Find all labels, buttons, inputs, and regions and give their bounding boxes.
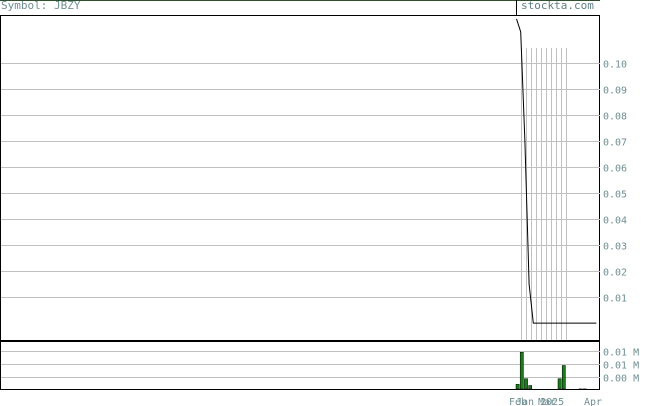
volume-bar: [561, 365, 566, 390]
volume-frame: [0, 341, 600, 390]
price-tick-label: 0.01: [603, 294, 627, 305]
volume-panel: 0.01 M 0.01 M 0.00 M: [0, 341, 639, 390]
volume-bar: [515, 384, 520, 390]
price-tick-label: 0.10: [603, 60, 627, 71]
symbol-label: Symbol: JBZY: [1, 0, 81, 12]
price-tick-label: 0.02: [603, 268, 627, 279]
price-tick-label: 0.07: [603, 138, 627, 149]
price-tick-label: 0.06: [603, 164, 627, 175]
price-tick-label: 0.09: [603, 86, 627, 97]
x-tick-label: Apr: [584, 397, 602, 406]
volume-tick-label: 0.01 M: [603, 348, 639, 359]
x-tick-label: Jan 2025: [516, 397, 564, 406]
volume-bar: [524, 378, 528, 390]
price-tick-label: 0.08: [603, 112, 627, 123]
price-tick-label: 0.04: [603, 216, 627, 227]
x-tick-label: Mar: [538, 397, 556, 406]
brand-label: stockta.com: [521, 0, 594, 12]
price-line: [516, 18, 597, 324]
volume-tick-label: 0.01 M: [603, 361, 639, 372]
volume-tick-label: 0.00 M: [603, 374, 639, 385]
volume-bar: [519, 352, 524, 390]
price-tick-label: 0.03: [603, 242, 627, 253]
volume-bar: [528, 385, 533, 390]
price-frame: [0, 15, 600, 341]
volume-bar: [557, 378, 562, 390]
price-panel: 0.10 0.09 0.08 0.07 0.06 0.05 0.04 0.03 0.02 0.01: [0, 15, 627, 341]
price-tick-label: 0.05: [603, 190, 627, 201]
x-tick-label: Feb: [509, 397, 527, 406]
